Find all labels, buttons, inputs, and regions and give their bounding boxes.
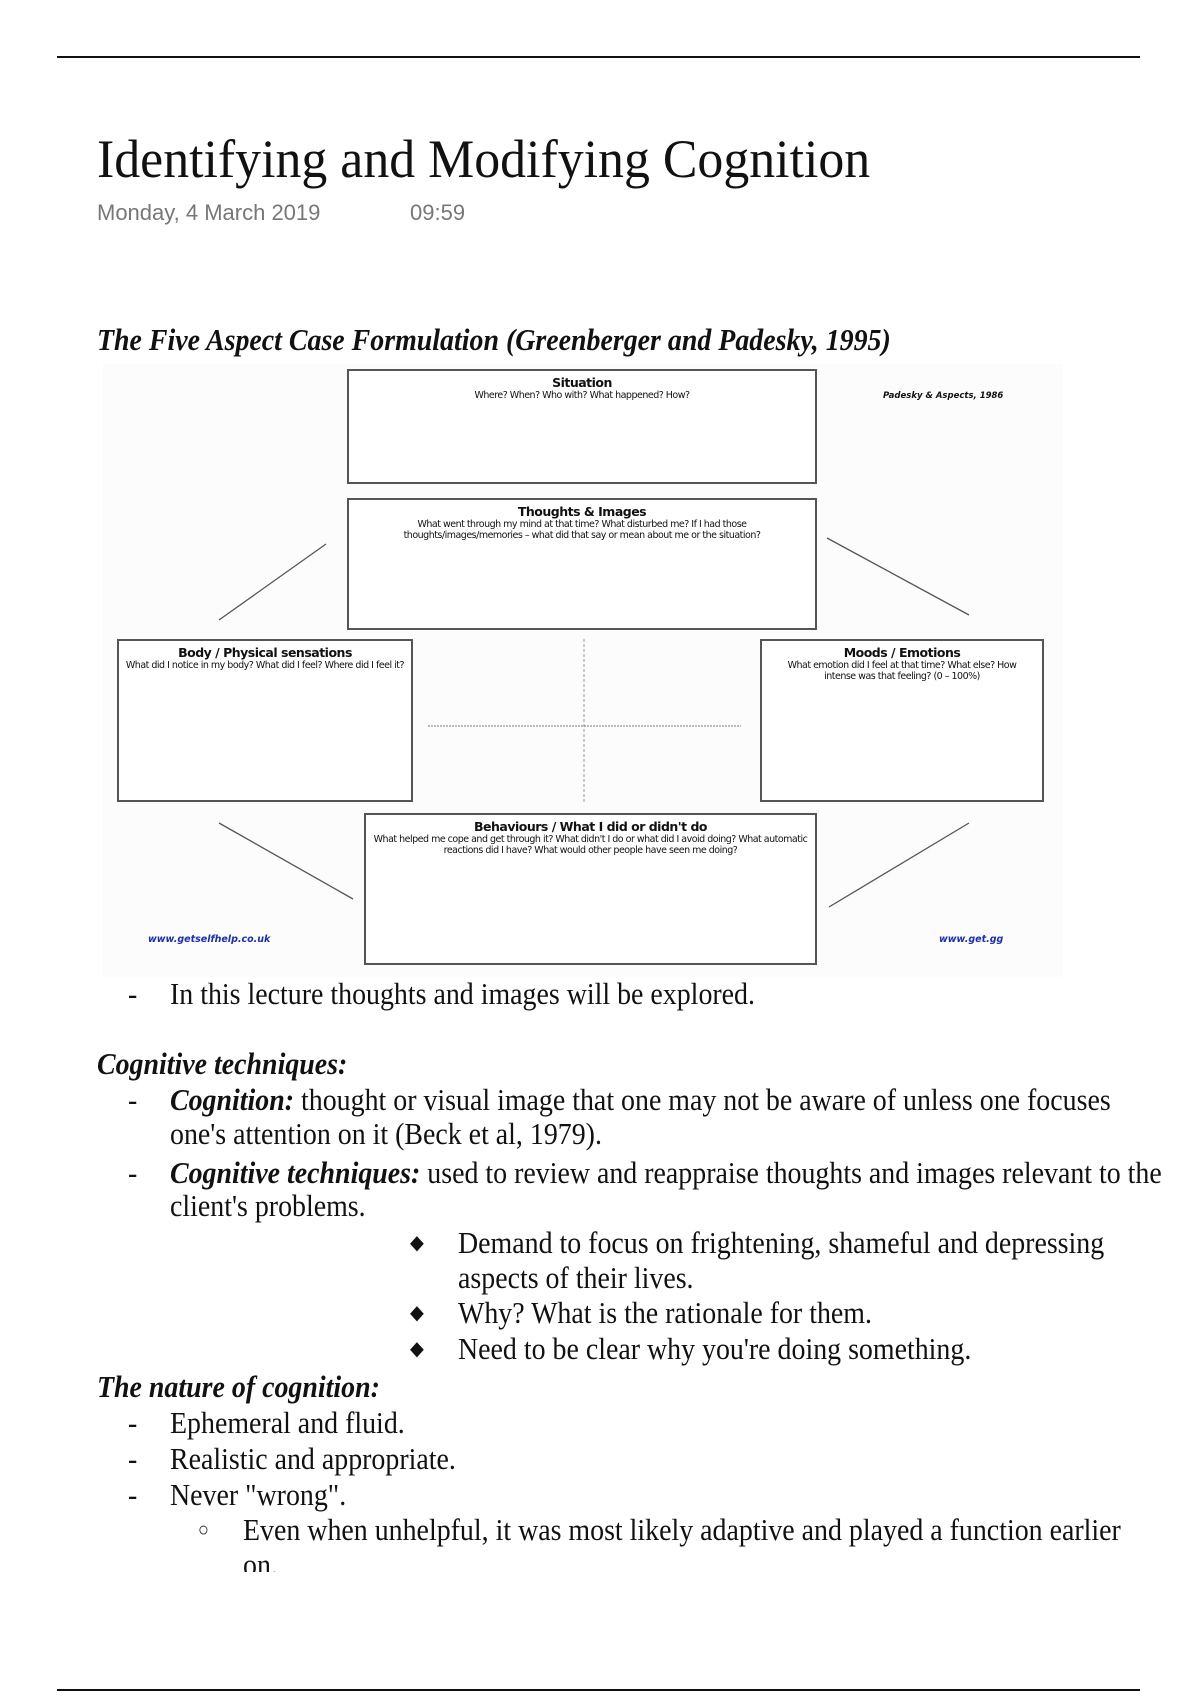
body-title: Body / Physical sensations xyxy=(178,645,352,660)
nature-item-3: Never "wrong". xyxy=(170,1477,347,1512)
connector-line xyxy=(218,543,327,621)
cognitive-techniques-heading: Cognitive techniques: xyxy=(97,1046,348,1081)
cognition-definition: Cognition: thought or visual image that … xyxy=(170,1082,1111,1118)
nature-heading: The nature of cognition: xyxy=(97,1369,380,1404)
cognition-term: Cognition: xyxy=(170,1082,295,1117)
thoughts-title: Thoughts & Images xyxy=(517,504,647,519)
techniques-term: Cognitive techniques: xyxy=(170,1155,421,1190)
cognition-def-line1: thought or visual image that one may not… xyxy=(294,1082,1111,1117)
techniques-def-line2: client's problems. xyxy=(170,1188,366,1223)
connector-line xyxy=(828,822,970,908)
sub-bullet-1-line1: Demand to focus on frightening, shameful… xyxy=(458,1225,1105,1260)
sub-bullet-2: Why? What is the rationale for them. xyxy=(458,1295,872,1330)
sub-bullet-3: Need to be clear why you're doing someth… xyxy=(458,1331,972,1366)
nature-item-2: Realistic and appropriate. xyxy=(170,1441,456,1476)
page-title: Identifying and Modifying Cognition xyxy=(97,129,871,189)
bullet-dash: - xyxy=(128,1441,138,1476)
moods-title: Moods / Emotions xyxy=(843,645,961,660)
url-right: www.get.gg xyxy=(939,934,1004,945)
diamond-bullet-icon: ◆ xyxy=(410,1302,424,1324)
connector-line xyxy=(826,537,970,616)
bullet-dash: - xyxy=(128,1155,138,1190)
url-left: www.getselfhelp.co.uk xyxy=(148,934,271,945)
figure-heading: The Five Aspect Case Formulation (Greenb… xyxy=(97,322,891,357)
top-rule xyxy=(57,56,1140,58)
situation-box: Situation Where? When? Who with? What ha… xyxy=(347,369,817,484)
cognition-def-line2: one's attention on it (Beck et al, 1979)… xyxy=(170,1116,602,1151)
connector-line xyxy=(218,822,354,900)
thoughts-box: Thoughts & Images What went through my m… xyxy=(347,498,817,630)
diagram-connectors xyxy=(218,537,970,908)
nature-subitem-line1: Even when unhelpful, it was most likely … xyxy=(243,1512,1121,1547)
bullet-dash: - xyxy=(128,1082,138,1117)
nature-item-1: Ephemeral and fluid. xyxy=(170,1405,405,1440)
bullet-dash: - xyxy=(128,1405,138,1440)
bullet-dash: - xyxy=(128,976,138,1011)
behaviours-prompt: What helped me cope and get through it? … xyxy=(373,834,808,856)
moods-prompt: What emotion did I feel at that time? Wh… xyxy=(787,660,1017,682)
five-aspect-diagram: Situation Where? When? Who with? What ha… xyxy=(103,364,1063,977)
situation-prompt: Where? When? Who with? What happened? Ho… xyxy=(474,390,690,401)
figure-credit: Padesky & Aspects, 1986 xyxy=(883,391,1004,401)
situation-title: Situation xyxy=(552,375,612,390)
techniques-def-line1: used to review and reappraise thoughts a… xyxy=(420,1155,1162,1190)
notes-content: - In this lecture thoughts and images wi… xyxy=(97,976,1162,1572)
circle-bullet-icon: ○ xyxy=(198,1519,209,1541)
thoughts-prompt: What went through my mind at that time? … xyxy=(403,519,761,541)
body-box: Body / Physical sensations What did I no… xyxy=(117,639,413,802)
behaviours-title: Behaviours / What I did or didn't do xyxy=(474,819,708,834)
techniques-definition: Cognitive techniques: used to review and… xyxy=(170,1155,1162,1191)
body-prompt: What did I notice in my body? What did I… xyxy=(125,660,405,671)
page-time: 09:59 xyxy=(410,200,466,225)
diamond-bullet-icon: ◆ xyxy=(410,1338,424,1360)
sub-bullet-1-line2: aspects of their lives. xyxy=(458,1260,694,1295)
diamond-bullet-icon: ◆ xyxy=(410,1232,424,1254)
behaviours-box: Behaviours / What I did or didn't do Wha… xyxy=(364,813,817,965)
bottom-rule xyxy=(57,1689,1140,1691)
moods-box: Moods / Emotions What emotion did I feel… xyxy=(760,639,1044,802)
lecture-note: In this lecture thoughts and images will… xyxy=(170,976,755,1011)
page-date: Monday, 4 March 2019 xyxy=(97,200,321,225)
nature-subitem-line2: on. xyxy=(243,1547,278,1572)
bullet-dash: - xyxy=(128,1477,138,1512)
